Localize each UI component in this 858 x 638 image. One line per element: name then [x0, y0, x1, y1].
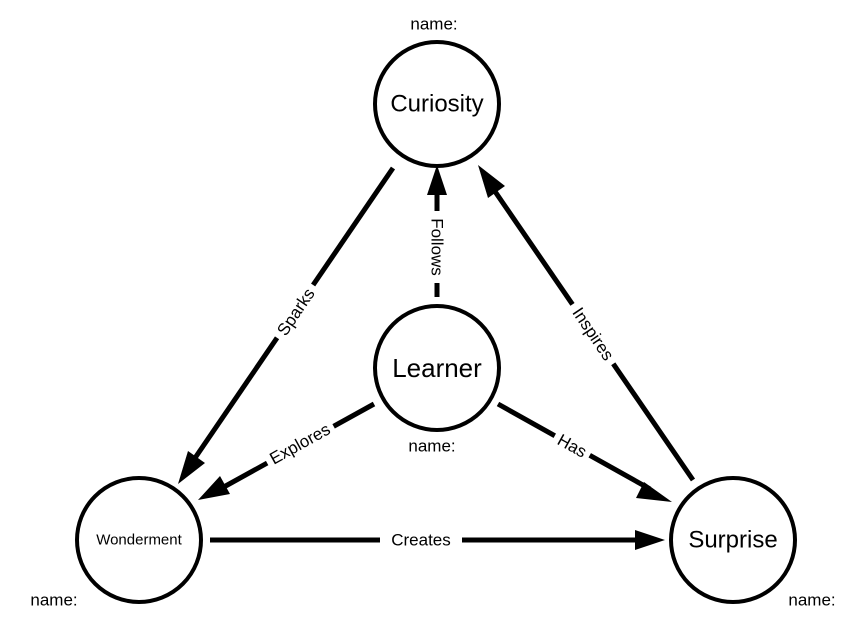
node-surprise: Surprise: [669, 476, 797, 604]
edge-label-follows: Follows: [428, 218, 447, 276]
name-label-curiosity: name:: [410, 15, 457, 34]
node-label-wonderment: Wonderment: [96, 532, 182, 549]
name-label-wonderment: name:: [30, 591, 77, 610]
node-wonderment: Wonderment: [75, 476, 203, 604]
edge-label-creates: Creates: [391, 531, 451, 550]
edge-follows: Follows: [426, 165, 448, 297]
edge-has: Has: [496, 401, 672, 502]
edge-sparks: Sparks: [178, 166, 396, 484]
node-label-learner: Learner: [392, 353, 482, 383]
node-label-curiosity: Curiosity: [390, 91, 483, 118]
edge-inspires: Inspires: [478, 165, 696, 482]
edge-creates: Creates: [210, 529, 665, 551]
node-curiosity: Curiosity: [373, 40, 501, 168]
edge-label-inspires: Inspires: [568, 304, 617, 364]
name-label-learner: name:: [408, 437, 455, 456]
node-label-surprise: Surprise: [688, 527, 777, 554]
name-label-surprise: name:: [788, 591, 835, 610]
edge-label-explores: Explores: [266, 420, 333, 469]
node-learner: Learner: [373, 304, 501, 432]
